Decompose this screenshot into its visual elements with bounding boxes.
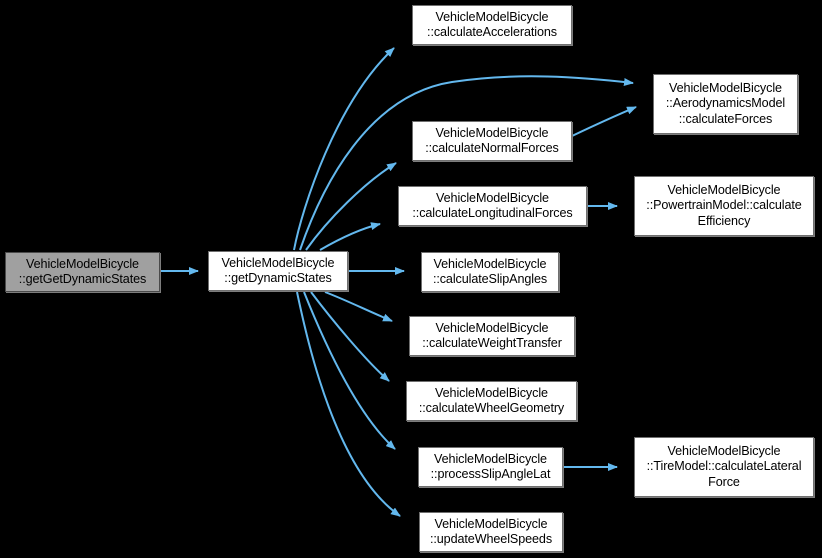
graph-edge (319, 222, 381, 251)
graph-node-calculateWeightTransfer[interactable]: VehicleModelBicycle ::calculateWeightTra… (409, 316, 575, 356)
graph-node-calculateWheelGeometry[interactable]: VehicleModelBicycle ::calculateWheelGeom… (406, 381, 577, 421)
graph-node-calculateSlipAngles[interactable]: VehicleModelBicycle ::calculateSlipAngle… (421, 252, 559, 292)
graph-node-label: VehicleModelBicycle ::calculateWheelGeom… (418, 385, 565, 416)
graph-node-label: VehicleModelBicycle ::PowertrainModel::c… (646, 182, 802, 228)
graph-node-processSlipAngleLat[interactable]: VehicleModelBicycle ::processSlipAngleLa… (418, 447, 563, 487)
graph-node-label: VehicleModelBicycle ::calculateSlipAngle… (432, 256, 548, 287)
graph-node-label: VehicleModelBicycle ::calculateNormalFor… (425, 125, 559, 156)
graph-node-label: VehicleModelBicycle ::TireModel::calcula… (646, 443, 802, 489)
graph-node-label: VehicleModelBicycle ::calculateWeightTra… (422, 320, 562, 351)
graph-node-calculateLongitudinalForces[interactable]: VehicleModelBicycle ::calculateLongitudi… (398, 186, 587, 226)
graph-node-label: VehicleModelBicycle ::getGetDynamicState… (18, 256, 147, 287)
graph-edge (293, 47, 395, 251)
graph-edge (305, 162, 397, 251)
graph-node-label: VehicleModelBicycle ::getDynamicStates (221, 255, 335, 286)
graph-node-label: VehicleModelBicycle ::updateWheelSpeeds (429, 516, 553, 547)
graph-node-updateWheelSpeeds[interactable]: VehicleModelBicycle ::updateWheelSpeeds (419, 512, 563, 552)
graph-node-label: VehicleModelBicycle ::calculateLongitudi… (412, 190, 573, 221)
graph-edge (324, 291, 393, 322)
graph-node-getGetDynamicStates[interactable]: VehicleModelBicycle ::getGetDynamicState… (5, 252, 160, 292)
graph-node-calculateNormalForces[interactable]: VehicleModelBicycle ::calculateNormalFor… (412, 121, 572, 161)
graph-node-PowertrainModelCalculateEfficiency[interactable]: VehicleModelBicycle ::PowertrainModel::c… (634, 176, 814, 236)
graph-edge (310, 291, 390, 382)
graph-node-calculateAccelerations[interactable]: VehicleModelBicycle ::calculateAccelerat… (412, 5, 572, 45)
graph-edge (571, 106, 637, 137)
graph-node-TireModelCalculateLateralForce[interactable]: VehicleModelBicycle ::TireModel::calcula… (634, 437, 814, 497)
graph-node-getDynamicStates[interactable]: VehicleModelBicycle ::getDynamicStates (208, 251, 348, 291)
graph-edge (303, 291, 396, 450)
graph-node-label: VehicleModelBicycle ::AerodynamicsModel … (665, 80, 786, 126)
graph-node-label: VehicleModelBicycle ::processSlipAngleLa… (430, 451, 551, 482)
graph-edge (296, 291, 401, 517)
graph-node-AerodynamicsModelCalculateForces[interactable]: VehicleModelBicycle ::AerodynamicsModel … (653, 74, 798, 134)
graph-node-label: VehicleModelBicycle ::calculateAccelerat… (427, 9, 557, 40)
